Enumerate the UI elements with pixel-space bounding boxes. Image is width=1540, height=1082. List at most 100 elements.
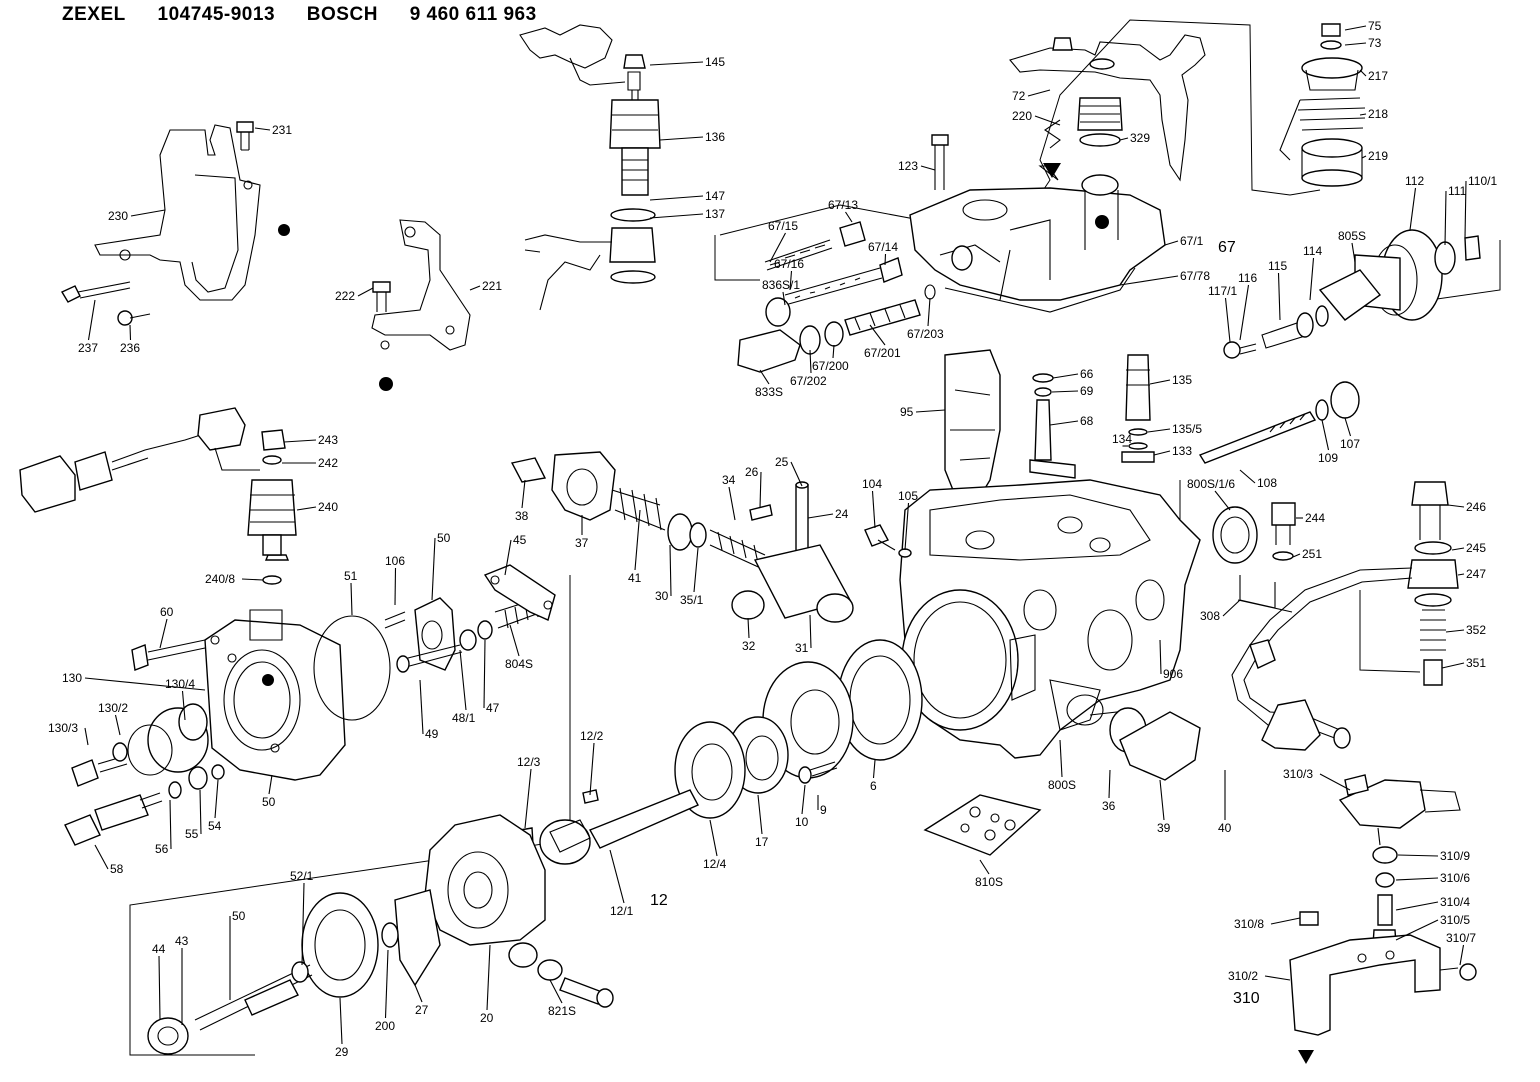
- part-label-64: 104: [862, 477, 882, 491]
- drive-shaft-12: [519, 721, 746, 865]
- leader-5: [1027, 89, 1051, 97]
- part-label-15: 236: [120, 341, 140, 355]
- part-label-74: 352: [1466, 623, 1486, 637]
- part-label-75: 351: [1466, 656, 1486, 670]
- leader-99: [801, 784, 806, 815]
- part-label-20: 67/15: [768, 219, 798, 233]
- part-label-0: 75: [1368, 19, 1382, 33]
- leader-110: [1395, 901, 1439, 911]
- leader-102: [609, 849, 625, 904]
- part-label-109: 310/6: [1440, 871, 1470, 885]
- part-label-111: 310/5: [1440, 913, 1470, 927]
- part-label-3: 218: [1368, 107, 1388, 121]
- part-label-45: 133: [1172, 444, 1192, 458]
- leader-101: [709, 819, 718, 857]
- leader-13: [130, 209, 166, 217]
- part-label-59: 35/1: [680, 593, 704, 607]
- part-label-19: 67/13: [828, 198, 858, 212]
- leader-8: [649, 61, 704, 66]
- leader-26: [832, 344, 835, 359]
- part-label-95: 12/3: [517, 755, 541, 769]
- governor-parts: [1009, 23, 1366, 187]
- brand-bosch: BOSCH: [306, 4, 378, 25]
- part-label-63: 24: [835, 507, 849, 521]
- part-label-34: 805S: [1338, 229, 1366, 243]
- part-label-2: 217: [1368, 69, 1388, 83]
- part-label-101: 12/4: [703, 857, 727, 871]
- part-label-42: 135: [1172, 373, 1192, 387]
- solenoid-136: [519, 24, 661, 311]
- leader-68: [1447, 504, 1465, 508]
- part-label-106: 800S: [1048, 778, 1076, 792]
- part-label-94: 12/2: [580, 729, 604, 743]
- part-label-98: 9: [820, 803, 827, 817]
- assembly-label-12: 12: [650, 892, 668, 909]
- leader-38: [1224, 297, 1231, 343]
- part-label-39: 66: [1080, 367, 1094, 381]
- leader-90: [199, 789, 202, 835]
- leader-114: [1264, 975, 1291, 981]
- leader-123: [486, 944, 491, 1011]
- part-label-41: 68: [1080, 414, 1094, 428]
- feed-pump-outline: [1429, 240, 1501, 301]
- leader-34: [1351, 242, 1356, 263]
- leader-50: [1214, 490, 1231, 511]
- bosch-part-number: 9 460 611 963: [409, 4, 537, 25]
- part-label-44: 134: [1112, 432, 1132, 446]
- part-label-81: 130: [62, 671, 82, 685]
- leader-25: [809, 349, 812, 374]
- part-label-67: 31: [795, 641, 809, 655]
- leader-77: [431, 537, 436, 601]
- part-label-36: 115: [1268, 259, 1287, 273]
- leader-41: [1049, 420, 1079, 426]
- leader-85: [419, 679, 424, 735]
- part-label-122: 27: [415, 1003, 429, 1017]
- part-label-27: 67/201: [864, 346, 901, 360]
- leader-36: [1277, 272, 1281, 321]
- part-label-37: 116: [1238, 271, 1257, 285]
- leader-79: [504, 539, 512, 576]
- part-label-116: 52/1: [290, 869, 314, 883]
- leader-82: [181, 690, 186, 721]
- leader-30: [1119, 275, 1179, 286]
- leader-115: [979, 859, 990, 875]
- part-label-71: 251: [1302, 547, 1322, 561]
- leader-19: [845, 211, 853, 223]
- part-label-124: 821S: [548, 1004, 576, 1018]
- part-label-102: 12/1: [610, 904, 634, 918]
- part-label-30: 67/78: [1180, 269, 1210, 283]
- cover-dash-left: [714, 235, 760, 281]
- part-label-123: 20: [480, 1011, 494, 1025]
- leader-124: [549, 979, 563, 1004]
- leader-109: [1395, 877, 1439, 881]
- leader-113: [1459, 944, 1465, 966]
- leader-121: [384, 949, 389, 1019]
- leader-120: [339, 997, 343, 1045]
- distributor-head-parts: [944, 349, 1360, 501]
- leader-9: [659, 136, 704, 141]
- leader-58: [669, 544, 672, 597]
- leader-63: [807, 513, 834, 519]
- part-number-header: ZEXEL 104745-9013 BOSCH 9 460 611 963: [62, 4, 563, 26]
- leader-62: [790, 461, 803, 487]
- part-label-33: 112: [1405, 174, 1424, 188]
- governor-cover-67: [909, 134, 1166, 313]
- leader-28: [927, 297, 931, 327]
- zexel-part-number: 104745-9013: [157, 4, 276, 25]
- leader-107: [1319, 773, 1351, 791]
- leader-83: [114, 714, 121, 736]
- leader-103: [1108, 769, 1111, 799]
- pump-housing: [899, 479, 1258, 781]
- leader-75: [1441, 662, 1465, 669]
- leader-84: [84, 727, 89, 746]
- valve-parts-130: [64, 639, 225, 846]
- part-label-46: 95: [900, 405, 914, 419]
- part-label-49: 108: [1257, 476, 1277, 490]
- sensor-bracket-310: [1289, 774, 1477, 1064]
- part-label-40: 69: [1080, 384, 1094, 398]
- leader-57: [634, 509, 641, 571]
- part-label-93: 58: [110, 862, 124, 876]
- bracket-230: [60, 121, 290, 326]
